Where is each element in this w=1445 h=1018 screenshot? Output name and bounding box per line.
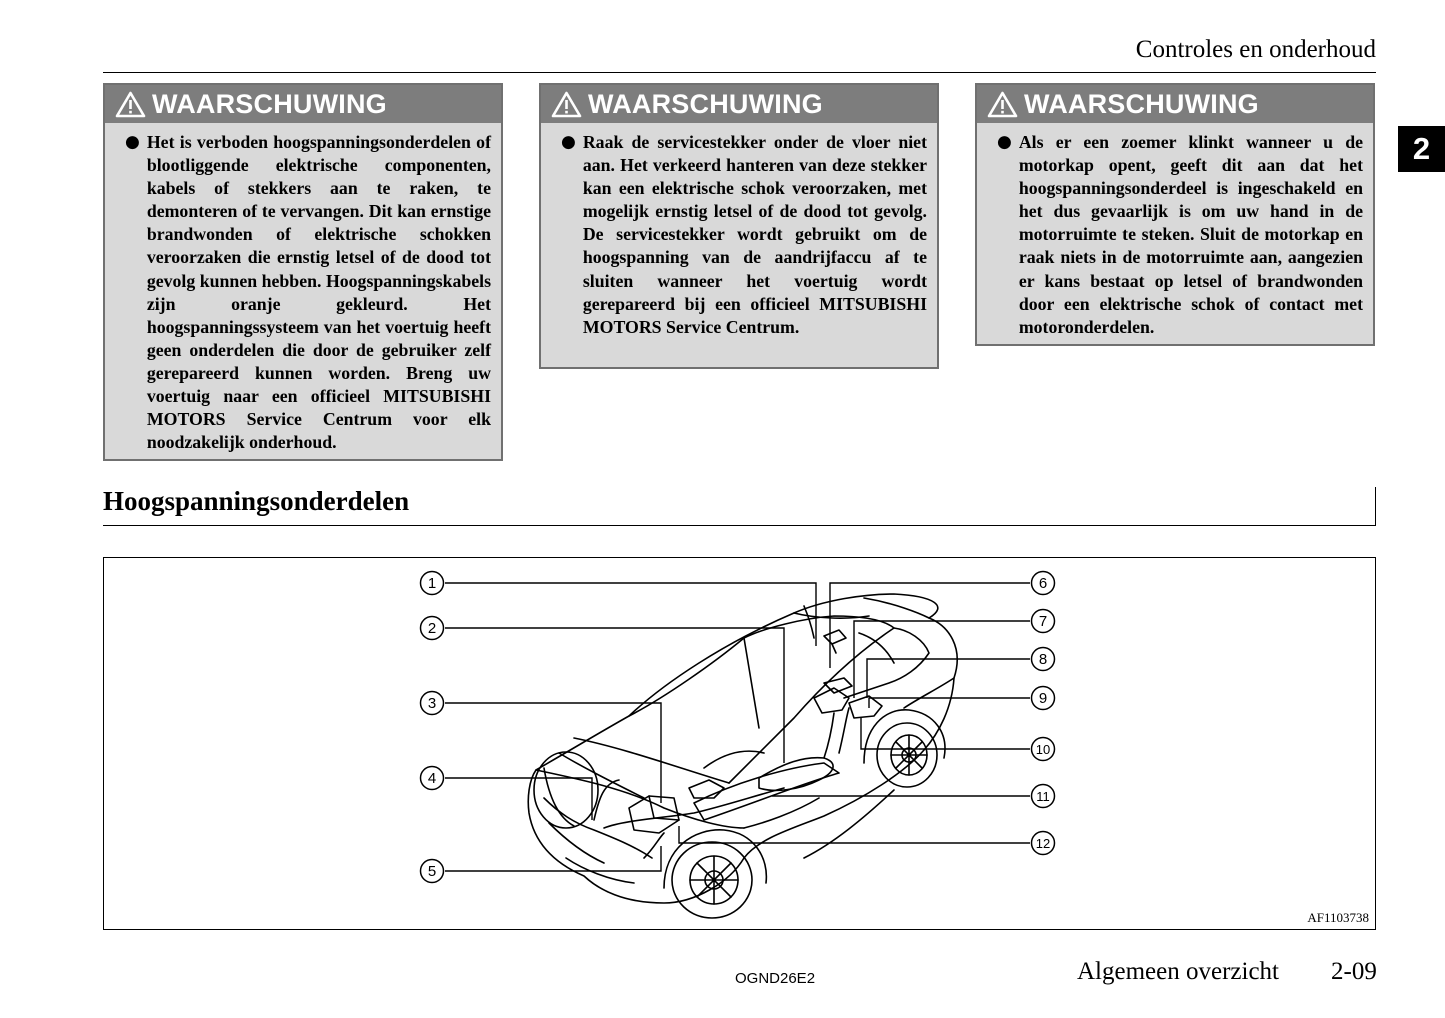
callout-8: 8 [1039,651,1047,668]
warning-box-1: WAARSCHUWING ● Het is verboden hoogspann… [103,83,503,461]
bullet-icon: ● [997,132,1012,152]
callout-3: 3 [428,695,436,712]
warning-box-2: WAARSCHUWING ● Raak de servicestekker on… [539,83,939,369]
bullet-icon: ● [125,132,140,152]
warning-triangle-icon [987,91,1018,117]
figure-code: AF1103738 [1307,910,1369,925]
car-diagram: 1 2 3 4 5 6 7 8 9 10 11 12 [419,570,1056,919]
page-number: 2-09 [1331,958,1377,985]
section-rule [103,525,1376,526]
callout-11: 11 [1036,789,1050,804]
callout-9: 9 [1039,690,1047,707]
callout-1: 1 [428,575,436,592]
callout-4: 4 [428,770,436,787]
footer-code: OGND26E2 [735,970,816,987]
chapter-tab: 2 [1398,126,1445,172]
warning-triangle-icon [551,91,582,117]
warning-heading: WAARSCHUWING [588,88,823,119]
callout-10: 10 [1036,742,1050,757]
warning-header: WAARSCHUWING [541,85,937,123]
callout-6: 6 [1039,575,1047,592]
warning-box-3: WAARSCHUWING ● Als er een zoemer klinkt … [975,83,1375,346]
warning-heading: WAARSCHUWING [152,88,387,119]
warning-text: Raak de servicestekker onder de vloer ni… [582,132,927,337]
section-rule-edge [1375,487,1376,526]
footer-section: Algemeen overzicht [1077,958,1279,985]
warning-text: Het is verboden hoogspanningsonderdelen … [146,132,491,453]
callout-5: 5 [428,863,436,880]
callout-2: 2 [428,620,436,637]
callout-12: 12 [1036,836,1050,851]
warning-header: WAARSCHUWING [105,85,501,123]
warning-text: Als er een zoemer klinkt wanneer u de mo… [1018,132,1363,337]
warning-header: WAARSCHUWING [977,85,1373,123]
warning-triangle-icon [115,91,146,117]
bullet-icon: ● [561,132,576,152]
figure-box: 1 2 3 4 5 6 7 8 9 10 11 12 AF1103738 [103,557,1376,930]
callout-7: 7 [1039,613,1047,630]
running-header: Controles en onderhoud [1135,36,1376,63]
section-title: Hoogspanningsonderdelen [103,486,410,516]
header-rule [103,72,1376,73]
warning-heading: WAARSCHUWING [1024,88,1259,119]
